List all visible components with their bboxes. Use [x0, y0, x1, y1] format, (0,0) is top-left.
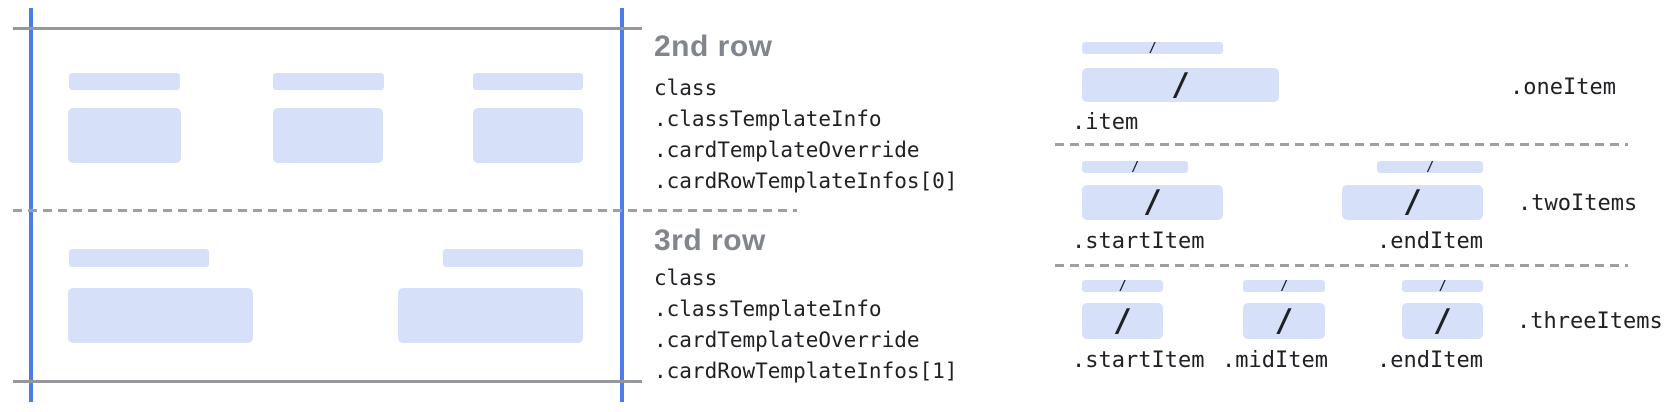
code-line: .classTemplateInfo [654, 107, 882, 131]
item-value-bar: / [1402, 303, 1483, 339]
item-path-label: .endItem [1377, 348, 1483, 373]
section-divider-dashed [1055, 264, 1628, 267]
item-label-bar: / [1082, 40, 1223, 56]
row-divider-dashed [13, 209, 797, 212]
item-value-bar: / [1243, 303, 1325, 339]
field-value-box [473, 108, 583, 163]
item-value-bar: / [1342, 185, 1483, 220]
row2-code: class .classTemplateInfo .cardTemplateOv… [654, 73, 957, 197]
slash-glyph: / [1438, 278, 1447, 294]
item-value-bar: / [1082, 303, 1163, 339]
section-divider-dashed [1055, 143, 1628, 146]
template-name-label: .oneItem [1510, 75, 1616, 100]
item-path-label: .endItem [1377, 229, 1483, 254]
slash-glyph: / [1426, 159, 1434, 175]
code-line: class [654, 266, 718, 290]
slash-glyph: / [1143, 184, 1162, 220]
field-label-bar [69, 249, 209, 267]
slash-glyph: / [1274, 302, 1294, 339]
slash-glyph: / [1131, 159, 1139, 175]
field-value-box [68, 288, 253, 343]
item-label-bar: / [1082, 159, 1188, 175]
field-value-box [398, 288, 583, 343]
code-line: class [654, 76, 718, 100]
field-label-bar [473, 73, 583, 90]
field-label-bar [273, 73, 384, 90]
slash-glyph: / [1113, 302, 1132, 339]
item-label-bar: / [1377, 159, 1483, 175]
code-line: .classTemplateInfo [654, 297, 882, 321]
template-name-label: .twoItems [1518, 191, 1638, 216]
slash-glyph: / [1118, 278, 1127, 294]
item-label-bar: / [1243, 278, 1325, 294]
item-value-bar: / [1082, 68, 1279, 102]
slash-glyph: / [1433, 302, 1452, 339]
row2-heading: 2nd row [654, 30, 773, 63]
slash-glyph: / [1280, 278, 1288, 294]
card-top-edge [13, 27, 642, 30]
slash-glyph: / [1148, 40, 1157, 56]
template-name-label: .threeItems [1517, 309, 1663, 334]
field-label-bar [443, 249, 583, 267]
code-line: .cardTemplateOverride [654, 138, 920, 162]
item-path-label: .midItem [1222, 348, 1328, 373]
item-path-label: .startItem [1072, 229, 1205, 254]
item-path-label: .item [1072, 110, 1139, 135]
margin-guide-right [620, 8, 624, 402]
field-value-box [273, 108, 383, 163]
item-value-bar: / [1082, 185, 1223, 220]
row3-heading: 3rd row [654, 224, 766, 257]
row3-code: class .classTemplateInfo .cardTemplateOv… [654, 263, 957, 387]
slash-glyph: / [1171, 66, 1190, 103]
slash-glyph: / [1403, 184, 1422, 220]
code-line: .cardRowTemplateInfos[1] [654, 359, 958, 383]
code-line: .cardRowTemplateInfos[0] [654, 169, 958, 193]
field-value-box [68, 108, 181, 163]
item-label-bar: / [1402, 278, 1483, 294]
card-bottom-edge [13, 380, 642, 383]
margin-guide-left [29, 8, 33, 402]
item-path-label: .startItem [1072, 348, 1205, 373]
field-label-bar [69, 73, 180, 90]
item-label-bar: / [1082, 278, 1163, 294]
code-line: .cardTemplateOverride [654, 328, 920, 352]
